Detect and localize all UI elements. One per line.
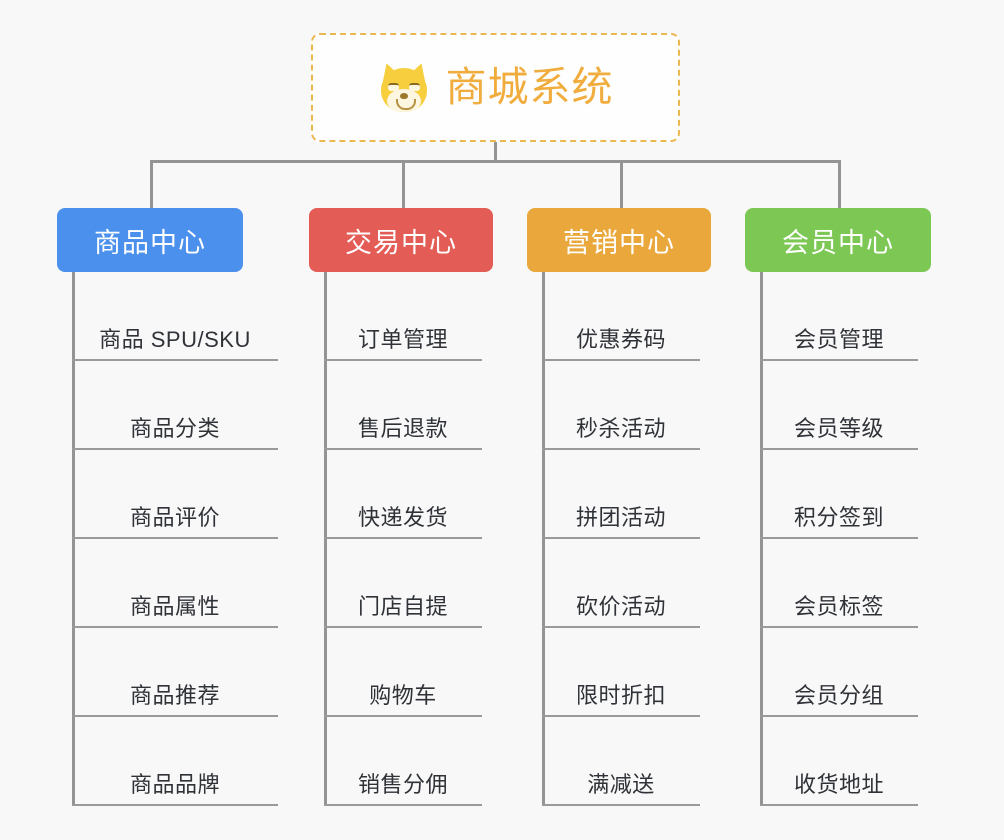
leaf-item[interactable]: 优惠券码: [542, 272, 700, 361]
leaf-item[interactable]: 限时折扣: [542, 628, 700, 717]
leaf-spine: [542, 272, 545, 806]
leaf-item[interactable]: 商品推荐: [72, 628, 278, 717]
leaf-item[interactable]: 销售分佣: [324, 717, 482, 806]
leaf-item[interactable]: 商品分类: [72, 361, 278, 450]
leaf-item-label: 砍价活动: [575, 594, 666, 619]
leaf-item-label: 商品分类: [129, 416, 220, 441]
leaf-item-label: 会员标签: [793, 594, 884, 619]
category-box-3[interactable]: 营销中心: [527, 208, 711, 272]
leaf-spine: [324, 272, 327, 806]
leaf-item[interactable]: 会员管理: [760, 272, 918, 361]
leaf-item-label: 门店自提: [357, 594, 448, 619]
leaf-item-label: 优惠券码: [575, 327, 666, 352]
leaf-column-4: 会员管理会员等级积分签到会员标签会员分组收货地址: [760, 272, 918, 806]
leaf-item[interactable]: 会员等级: [760, 361, 918, 450]
category-label: 商品中心: [94, 227, 206, 258]
leaf-item-label: 快递发货: [357, 505, 448, 530]
leaf-item-label: 会员等级: [793, 416, 884, 441]
category-label: 会员中心: [782, 227, 894, 258]
leaf-item-label: 会员分组: [793, 683, 884, 708]
leaf-item-label: 秒杀活动: [575, 416, 666, 441]
connector-root-stem: [494, 142, 497, 163]
leaf-item[interactable]: 秒杀活动: [542, 361, 700, 450]
leaf-item-label: 商品属性: [129, 594, 220, 619]
leaf-column-3: 优惠券码秒杀活动拼团活动砍价活动限时折扣满减送: [542, 272, 700, 806]
leaf-item-label: 限时折扣: [575, 683, 666, 708]
leaf-item-label: 销售分佣: [357, 772, 448, 797]
leaf-item-label: 积分签到: [793, 505, 884, 530]
leaf-item-label: 商品推荐: [129, 683, 220, 708]
connector-drop-4: [838, 160, 841, 208]
category-box-4[interactable]: 会员中心: [745, 208, 931, 272]
leaf-item-label: 收货地址: [793, 772, 884, 797]
category-label: 交易中心: [345, 227, 457, 258]
leaf-item-label: 商品评价: [129, 505, 220, 530]
leaf-column-1: 商品 SPU/SKU 商品分类商品评价商品属性商品推荐商品品牌: [72, 272, 278, 806]
leaf-item-label: 拼团活动: [575, 505, 666, 530]
leaf-column-2: 订单管理售后退款快递发货门店自提购物车销售分佣: [324, 272, 482, 806]
leaf-item[interactable]: 商品 SPU/SKU: [72, 272, 278, 361]
leaf-item[interactable]: 拼团活动: [542, 450, 700, 539]
leaf-item[interactable]: 满减送: [542, 717, 700, 806]
leaf-item[interactable]: 购物车: [324, 628, 482, 717]
leaf-item-label: 商品 SPU/SKU: [99, 327, 251, 352]
category-label: 营销中心: [563, 227, 675, 258]
leaf-item[interactable]: 收货地址: [760, 717, 918, 806]
leaf-item-label: 订单管理: [357, 327, 448, 352]
category-box-2[interactable]: 交易中心: [309, 208, 493, 272]
leaf-item[interactable]: 会员标签: [760, 539, 918, 628]
connector-drop-2: [402, 160, 405, 208]
root-title: 商城系统: [445, 64, 614, 110]
connector-horizontal-bar: [150, 160, 841, 163]
leaf-spine: [760, 272, 763, 806]
leaf-item-label: 满减送: [587, 772, 655, 797]
category-box-1[interactable]: 商品中心: [57, 208, 243, 272]
leaf-item[interactable]: 门店自提: [324, 539, 482, 628]
leaf-item-label: 商品品牌: [129, 772, 220, 797]
leaf-item-label: 会员管理: [793, 327, 884, 352]
leaf-item[interactable]: 快递发货: [324, 450, 482, 539]
leaf-item-label: 购物车: [369, 683, 437, 708]
leaf-item[interactable]: 商品评价: [72, 450, 278, 539]
leaf-item[interactable]: 砍价活动: [542, 539, 700, 628]
connector-drop-1: [150, 160, 153, 208]
leaf-item[interactable]: 商品属性: [72, 539, 278, 628]
leaf-spine: [72, 272, 75, 806]
root-node[interactable]: 商城系统: [311, 33, 680, 142]
leaf-item[interactable]: 订单管理: [324, 272, 482, 361]
shiba-dog-face-icon: [377, 60, 430, 114]
leaf-item[interactable]: 会员分组: [760, 628, 918, 717]
leaf-item-label: 售后退款: [357, 416, 448, 441]
leaf-item[interactable]: 商品品牌: [72, 717, 278, 806]
leaf-item[interactable]: 积分签到: [760, 450, 918, 539]
leaf-item[interactable]: 售后退款: [324, 361, 482, 450]
connector-drop-3: [620, 160, 623, 208]
